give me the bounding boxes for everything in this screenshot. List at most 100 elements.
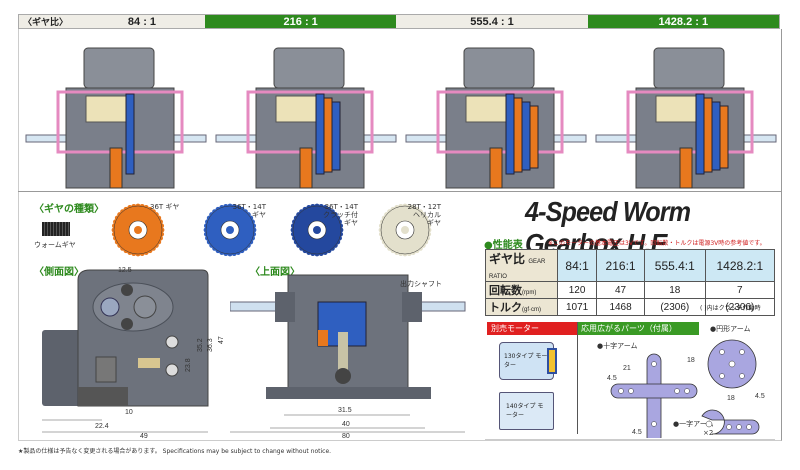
- ratio-1428: 1428.2 : 1: [587, 15, 779, 28]
- gearbox-diagram-3: [405, 47, 587, 189]
- parts-heading: 応用広がるパーツ（付属）: [577, 322, 699, 335]
- gear-stack: [125, 93, 135, 175]
- gear-stack: [711, 101, 721, 171]
- dim-text: 18: [727, 395, 735, 402]
- gear-36t: [299, 147, 313, 189]
- gear-stack: [703, 97, 713, 173]
- motor-housing: [83, 47, 155, 89]
- gear-36t14t-label: 36T・14T ギヤ: [232, 203, 266, 219]
- dim-text: 4.5: [632, 429, 642, 436]
- table-cell: (2306): [643, 298, 706, 316]
- side-view-heading: 〈側面図〉: [34, 267, 84, 278]
- gear-icons: [111, 203, 432, 257]
- gear-stack: [315, 93, 325, 175]
- table-cell: 216:1: [596, 249, 645, 282]
- torque-unit: (gf·cm): [522, 307, 541, 313]
- motor-housing: [273, 47, 345, 89]
- gear-stack: [521, 101, 531, 171]
- gearbox-diagram-1: [25, 47, 207, 189]
- motor-housing: [463, 47, 535, 89]
- gear-icon: [290, 203, 344, 257]
- gear-stack: [529, 105, 539, 169]
- worm-housing: [655, 95, 697, 123]
- svg-text:10: 10: [125, 409, 133, 416]
- table-cell: 555.4:1: [643, 249, 706, 282]
- gear-36t-label: 36T ギヤ: [150, 203, 180, 211]
- table-cell: 120: [556, 281, 598, 299]
- sheet-frame: [18, 29, 782, 441]
- worm-gear-label: ウォームギヤ: [34, 241, 76, 249]
- gear-stack: [695, 93, 705, 175]
- dim-text: 4.5: [755, 393, 765, 400]
- motor-130: 130タイプ モーター: [499, 342, 554, 380]
- worm-housing: [85, 95, 127, 123]
- svg-text:80: 80: [342, 433, 350, 440]
- straight-arm-label: ●一字アーム: [673, 420, 714, 428]
- rpm-unit: (rpm): [522, 290, 537, 296]
- gear-types-heading: 〈ギヤの種類〉: [34, 204, 104, 215]
- svg-text:40: 40: [342, 421, 350, 428]
- ratio-216: 216 : 1: [205, 15, 397, 28]
- motor-heading: 別売モーター: [487, 322, 577, 335]
- table-cell: 1071: [556, 298, 598, 316]
- ratio-84: 84 : 1: [79, 15, 205, 28]
- table-cell: 18: [643, 281, 706, 299]
- gear-36t: [489, 147, 503, 189]
- top-view-drawing: 31.5 40 80: [230, 274, 466, 440]
- table-cell: 1468: [596, 298, 645, 316]
- dim-text: 18: [687, 357, 695, 364]
- gear-icon: [378, 203, 432, 257]
- svg-text:23.8: 23.8: [185, 358, 192, 372]
- svg-text:31.5: 31.5: [338, 407, 352, 414]
- dim-text: 21: [623, 365, 631, 372]
- top-view-heading: 〈上面図〉: [250, 267, 300, 278]
- gear-ratio-header: ギヤ比: [489, 252, 526, 266]
- ratio-555: 555.4 : 1: [396, 15, 588, 28]
- cross-arm-label: ●十字アーム: [597, 342, 638, 350]
- straight-arm-icon: [701, 409, 760, 435]
- svg-text:36.3: 36.3: [207, 338, 214, 352]
- gear-stack: [331, 101, 341, 171]
- footer-note: ★製品の仕様は予告なく変更される場合があります。 Specifications …: [18, 448, 332, 455]
- svg-text:12.5: 12.5: [118, 267, 132, 274]
- gear-ratio-sub: GEAR RATIO: [489, 259, 546, 280]
- gear-clutch-label: 36T・14T クラッチ付 ギヤ: [323, 203, 358, 227]
- worm-housing: [465, 95, 507, 123]
- gear-stack: [505, 93, 515, 175]
- svg-text:22.4: 22.4: [95, 423, 109, 430]
- accessories-box: 別売モーター 応用広がるパーツ（付属） 130タイプ モーター 140タイプ モ…: [485, 320, 775, 440]
- motor-130-label: 130タイプ モーター: [504, 353, 548, 369]
- rpm-label: 回転数: [489, 285, 522, 297]
- motor-140-label: 140タイプ モーター: [506, 403, 544, 419]
- gear-icon: [203, 203, 257, 257]
- table-cell: 47: [596, 281, 645, 299]
- gear-icon: [111, 203, 165, 257]
- output-shaft-label: 出力シャフト: [400, 280, 442, 288]
- dim-text: 4.5: [607, 375, 617, 382]
- divider: [18, 191, 782, 192]
- gear-stack: [323, 97, 333, 173]
- gear-helical-label: 28T・12T ヘリカル ギヤ: [407, 203, 441, 227]
- torque-label: トルク: [489, 302, 522, 314]
- svg-text:49: 49: [140, 433, 148, 440]
- gearbox-diagrams: [25, 47, 777, 189]
- round-arm-label: ●円形アーム: [710, 325, 751, 333]
- gear-36t: [679, 147, 693, 189]
- spec-footnote: ( )内はクラッチ作動時: [700, 305, 761, 312]
- table-cell: (2306): [704, 298, 776, 316]
- svg-text:35.2: 35.2: [197, 338, 204, 352]
- motor-housing: [653, 47, 725, 89]
- gear-ratio-label: 〈ギヤ比〉: [19, 15, 79, 28]
- motor-140: 140タイプ モーター: [499, 392, 554, 430]
- product-title: 4-Speed Worm Gearbox H.E.: [525, 196, 691, 259]
- table-cell: 84:1: [556, 249, 598, 282]
- gearbox-diagram-4: [595, 47, 777, 189]
- gear-stack: [719, 105, 729, 169]
- gear-36t: [109, 147, 123, 189]
